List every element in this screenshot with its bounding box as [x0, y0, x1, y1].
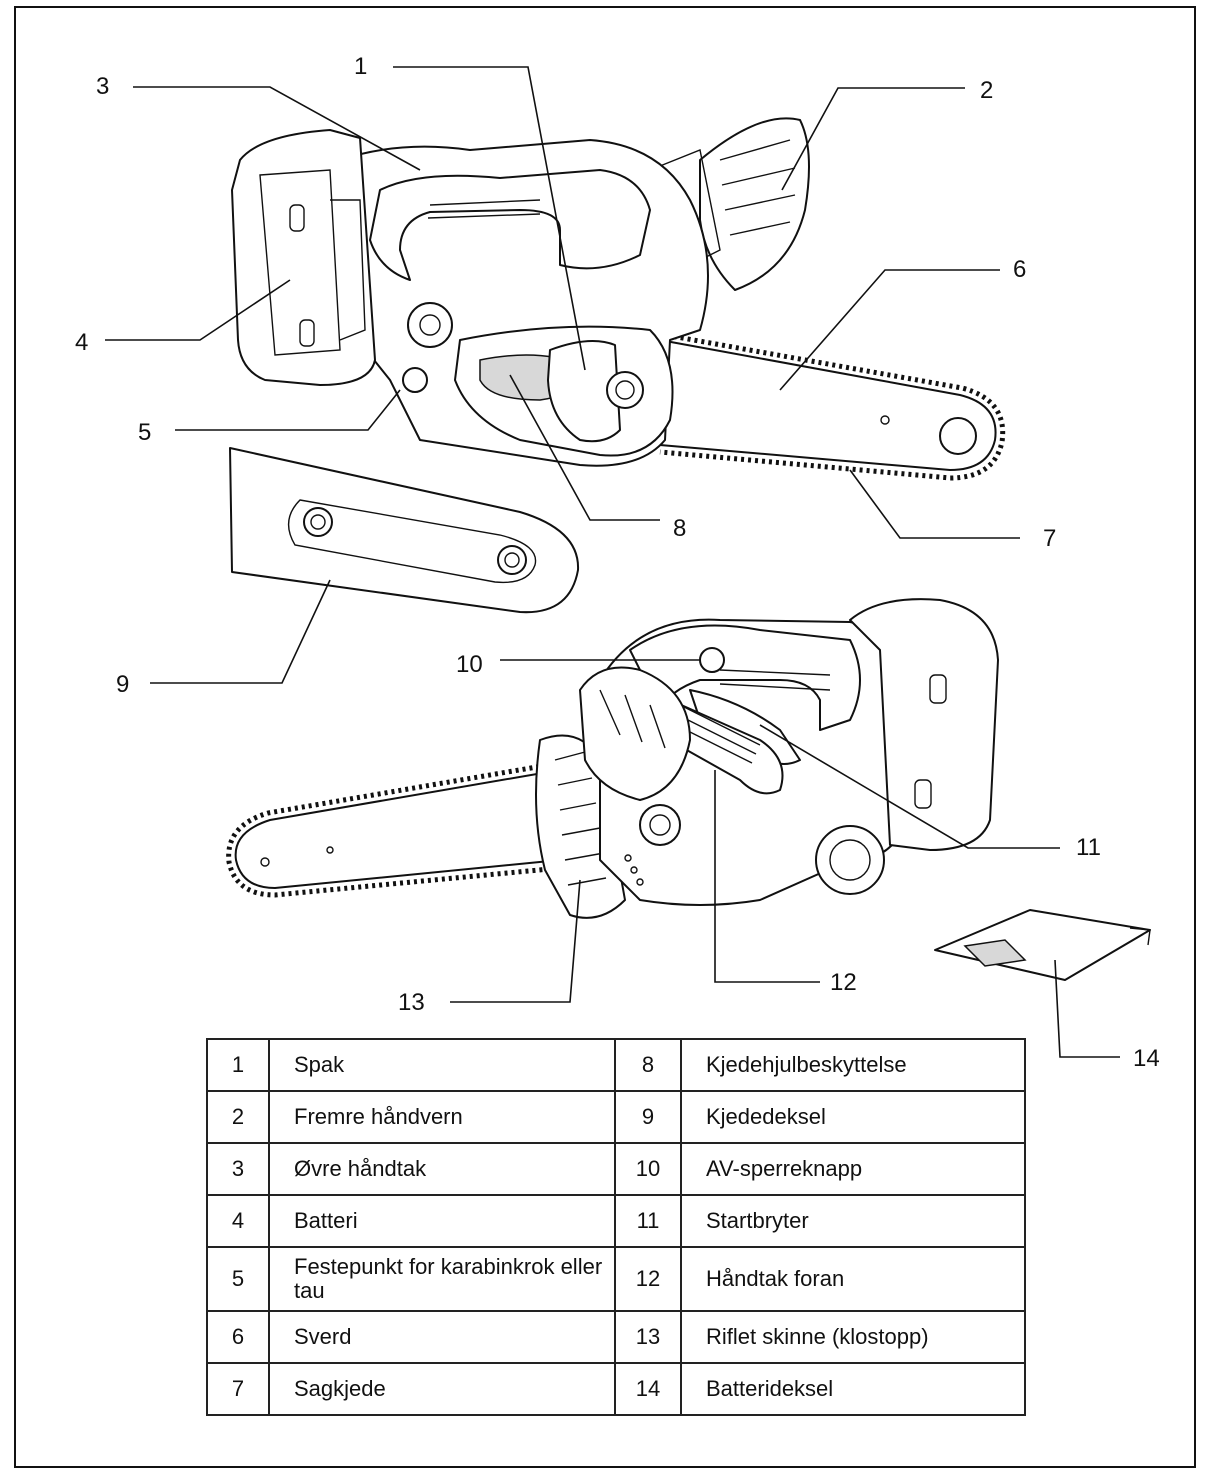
battery-lower [849, 598, 999, 851]
page-frame [14, 6, 1196, 1468]
callout-4: 4 [75, 329, 88, 356]
callout-3: 3 [96, 73, 109, 100]
callout-8: 8 [673, 515, 686, 542]
part-label: Batteri [268, 1194, 616, 1248]
saw-chain-lower [226, 760, 561, 898]
part-number: 6 [206, 1310, 270, 1364]
callout-7: 7 [1043, 525, 1056, 552]
part-number: 11 [614, 1194, 682, 1248]
callout-2: 2 [980, 77, 993, 104]
part-number: 12 [614, 1246, 682, 1312]
motor-cap [815, 825, 885, 895]
part-number: 2 [206, 1090, 270, 1144]
part-number: 7 [206, 1362, 270, 1416]
table-row: 4 Batteri 11 Startbryter [206, 1194, 1026, 1248]
battery-cover-illustration [934, 909, 1151, 981]
table-row: 5 Festepunkt for karabinkrok eller tau 1… [206, 1246, 1026, 1312]
callout-5: 5 [138, 419, 151, 446]
leader-lines [105, 66, 1120, 1058]
part-number: 13 [614, 1310, 682, 1364]
guide-bar-lower [234, 769, 561, 889]
table-row: 2 Fremre håndvern 9 Kjededeksel [206, 1090, 1026, 1144]
table-row: 1 Spak 8 Kjedehjulbeskyttelse [206, 1038, 1026, 1092]
part-label: Riflet skinne (klostopp) [680, 1310, 1026, 1364]
part-number: 10 [614, 1142, 682, 1196]
parts-legend-table: 1 Spak 8 Kjedehjulbeskyttelse 2 Fremre h… [206, 1038, 1026, 1416]
callout-10: 10 [456, 651, 483, 678]
part-label: Øvre håndtak [268, 1142, 616, 1196]
part-label: Festepunkt for karabinkrok eller tau [268, 1246, 616, 1312]
callout-numbers: 1 2 3 4 5 6 7 8 9 10 11 12 13 14 [75, 53, 1160, 1072]
table-row: 3 Øvre håndtak 10 AV-sperreknapp [206, 1142, 1026, 1196]
part-label: Startbryter [680, 1194, 1026, 1248]
part-label: Kjededeksel [680, 1090, 1026, 1144]
part-label: Kjedehjulbeskyttelse [680, 1038, 1026, 1092]
part-label: Sverd [268, 1310, 616, 1364]
chain-cover-illustration [229, 447, 580, 614]
part-number: 1 [206, 1038, 270, 1092]
callout-12: 12 [830, 969, 857, 996]
attachment-point [402, 367, 428, 393]
part-number: 3 [206, 1142, 270, 1196]
callout-13: 13 [398, 989, 425, 1016]
callout-9: 9 [116, 671, 129, 698]
callout-6: 6 [1013, 256, 1026, 283]
part-label: Batterideksel [680, 1362, 1026, 1416]
chain-cover [229, 447, 580, 614]
lever-upper [547, 340, 621, 443]
part-label: Sagkjede [268, 1362, 616, 1416]
callout-11: 11 [1076, 834, 1101, 861]
table-row: 7 Sagkjede 14 Batterideksel [206, 1362, 1026, 1416]
part-number: 4 [206, 1194, 270, 1248]
lock-off-button [699, 647, 725, 673]
callout-14: 14 [1133, 1045, 1160, 1072]
part-label: Håndtak foran [680, 1246, 1026, 1312]
table-row: 6 Sverd 13 Riflet skinne (klostopp) [206, 1310, 1026, 1364]
part-label: AV-sperreknapp [680, 1142, 1026, 1196]
front-hand-guard-lower [579, 666, 691, 801]
battery-upper [231, 129, 376, 386]
part-number: 9 [614, 1090, 682, 1144]
callout-1: 1 [354, 53, 367, 80]
part-number: 8 [614, 1038, 682, 1092]
top-handle-lower [629, 624, 861, 731]
part-number: 14 [614, 1362, 682, 1416]
part-number: 5 [206, 1246, 270, 1312]
top-handle-upper [369, 169, 651, 281]
lower-chainsaw-illustration [226, 598, 999, 919]
part-label: Fremre håndvern [268, 1090, 616, 1144]
upper-chainsaw-illustration [231, 117, 1006, 481]
part-label: Spak [268, 1038, 616, 1092]
front-handle-lower [659, 699, 784, 795]
guide-bar-upper [659, 339, 997, 471]
bar-nose-sprocket [939, 417, 977, 455]
